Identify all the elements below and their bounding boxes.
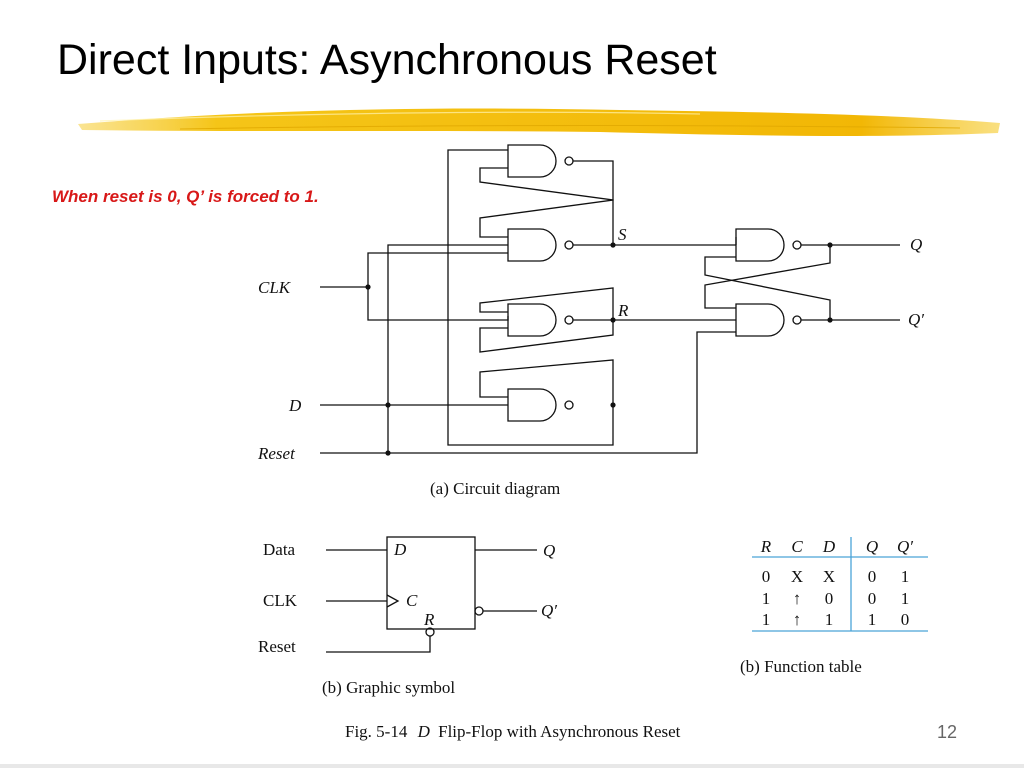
table-header-cell: D bbox=[822, 537, 836, 556]
symbol-caption: (b) Graphic symbol bbox=[322, 678, 455, 697]
figure-caption-prefix: Fig. 5-14 bbox=[345, 722, 408, 741]
flip-flop-box bbox=[386, 536, 476, 630]
page-number: 12 bbox=[937, 722, 958, 742]
label-d: D bbox=[288, 396, 302, 415]
table-cell: 1 bbox=[825, 610, 834, 629]
wire-g4-g3 bbox=[479, 359, 614, 405]
label-reset: Reset bbox=[257, 444, 296, 463]
wire-g1-feedback bbox=[479, 160, 614, 238]
table-cell: 0 bbox=[901, 610, 910, 629]
reset-bubble bbox=[425, 627, 435, 637]
table-cell: 1 bbox=[762, 610, 771, 629]
sym-input-clk: CLK bbox=[263, 591, 298, 610]
table-cell: 0 bbox=[868, 567, 877, 586]
svg-text:Fig. 5-14 D Flip-Flop: Fig. 5-14 D Flip-Flop with Asynchronous … bbox=[345, 722, 681, 741]
figure-caption-rest: Flip-Flop with Asynchronous Reset bbox=[438, 722, 681, 741]
table-cell: 1 bbox=[868, 610, 877, 629]
wire-clk-s bbox=[367, 252, 509, 321]
table-cell: 1 bbox=[901, 567, 910, 586]
wire-reset-loop bbox=[447, 149, 614, 446]
table-header-cell: Q′ bbox=[897, 537, 913, 556]
table-header-cell: Q bbox=[866, 537, 878, 556]
circuit-caption: (a) Circuit diagram bbox=[430, 479, 560, 498]
function-table-caption: (b) Function table bbox=[740, 657, 862, 676]
label-qbar: Q′ bbox=[908, 310, 924, 329]
footer-rule bbox=[0, 764, 1024, 768]
slide-title: Direct Inputs: Asynchronous Reset bbox=[57, 36, 717, 84]
sym-pin-d: D bbox=[393, 540, 407, 559]
table-cell: X bbox=[823, 567, 835, 586]
reset-note: When reset is 0, Q’ is forced to 1. bbox=[52, 187, 319, 206]
table-cell: X bbox=[791, 567, 803, 586]
wire-g3-g4 bbox=[479, 320, 614, 353]
wire-q-feedback bbox=[704, 245, 831, 309]
wire-g3-feedback bbox=[479, 287, 614, 320]
sym-pin-r: R bbox=[423, 610, 435, 629]
table-cell: 0 bbox=[762, 567, 771, 586]
clock-triangle-icon bbox=[386, 594, 400, 608]
table-cell: 1 bbox=[762, 589, 771, 608]
nand-gate-4 bbox=[507, 388, 574, 422]
table-cell: 0 bbox=[825, 589, 834, 608]
wire-reset-in bbox=[320, 331, 736, 454]
figure-caption-d: D bbox=[417, 722, 431, 741]
wire-qbar-feedback bbox=[704, 256, 831, 320]
label-s: S bbox=[618, 225, 627, 244]
wire-g2-feedback bbox=[479, 167, 614, 245]
table-header-cell: C bbox=[791, 537, 803, 556]
sym-pin-c: C bbox=[406, 591, 418, 610]
sym-input-reset: Reset bbox=[258, 637, 296, 656]
label-r: R bbox=[617, 301, 629, 320]
table-cell: 0 bbox=[868, 589, 877, 608]
table-header-cell: R bbox=[760, 537, 772, 556]
sym-output-qbar: Q′ bbox=[541, 601, 557, 620]
label-clk: CLK bbox=[258, 278, 292, 297]
sym-output-q: Q bbox=[543, 541, 555, 560]
wire-reset-branch bbox=[387, 244, 508, 453]
table-cell: ↑ bbox=[793, 610, 802, 629]
table-cell: 1 bbox=[901, 589, 910, 608]
table-cell: ↑ bbox=[793, 589, 802, 608]
sym-input-data: Data bbox=[263, 540, 296, 559]
label-q: Q bbox=[910, 235, 922, 254]
